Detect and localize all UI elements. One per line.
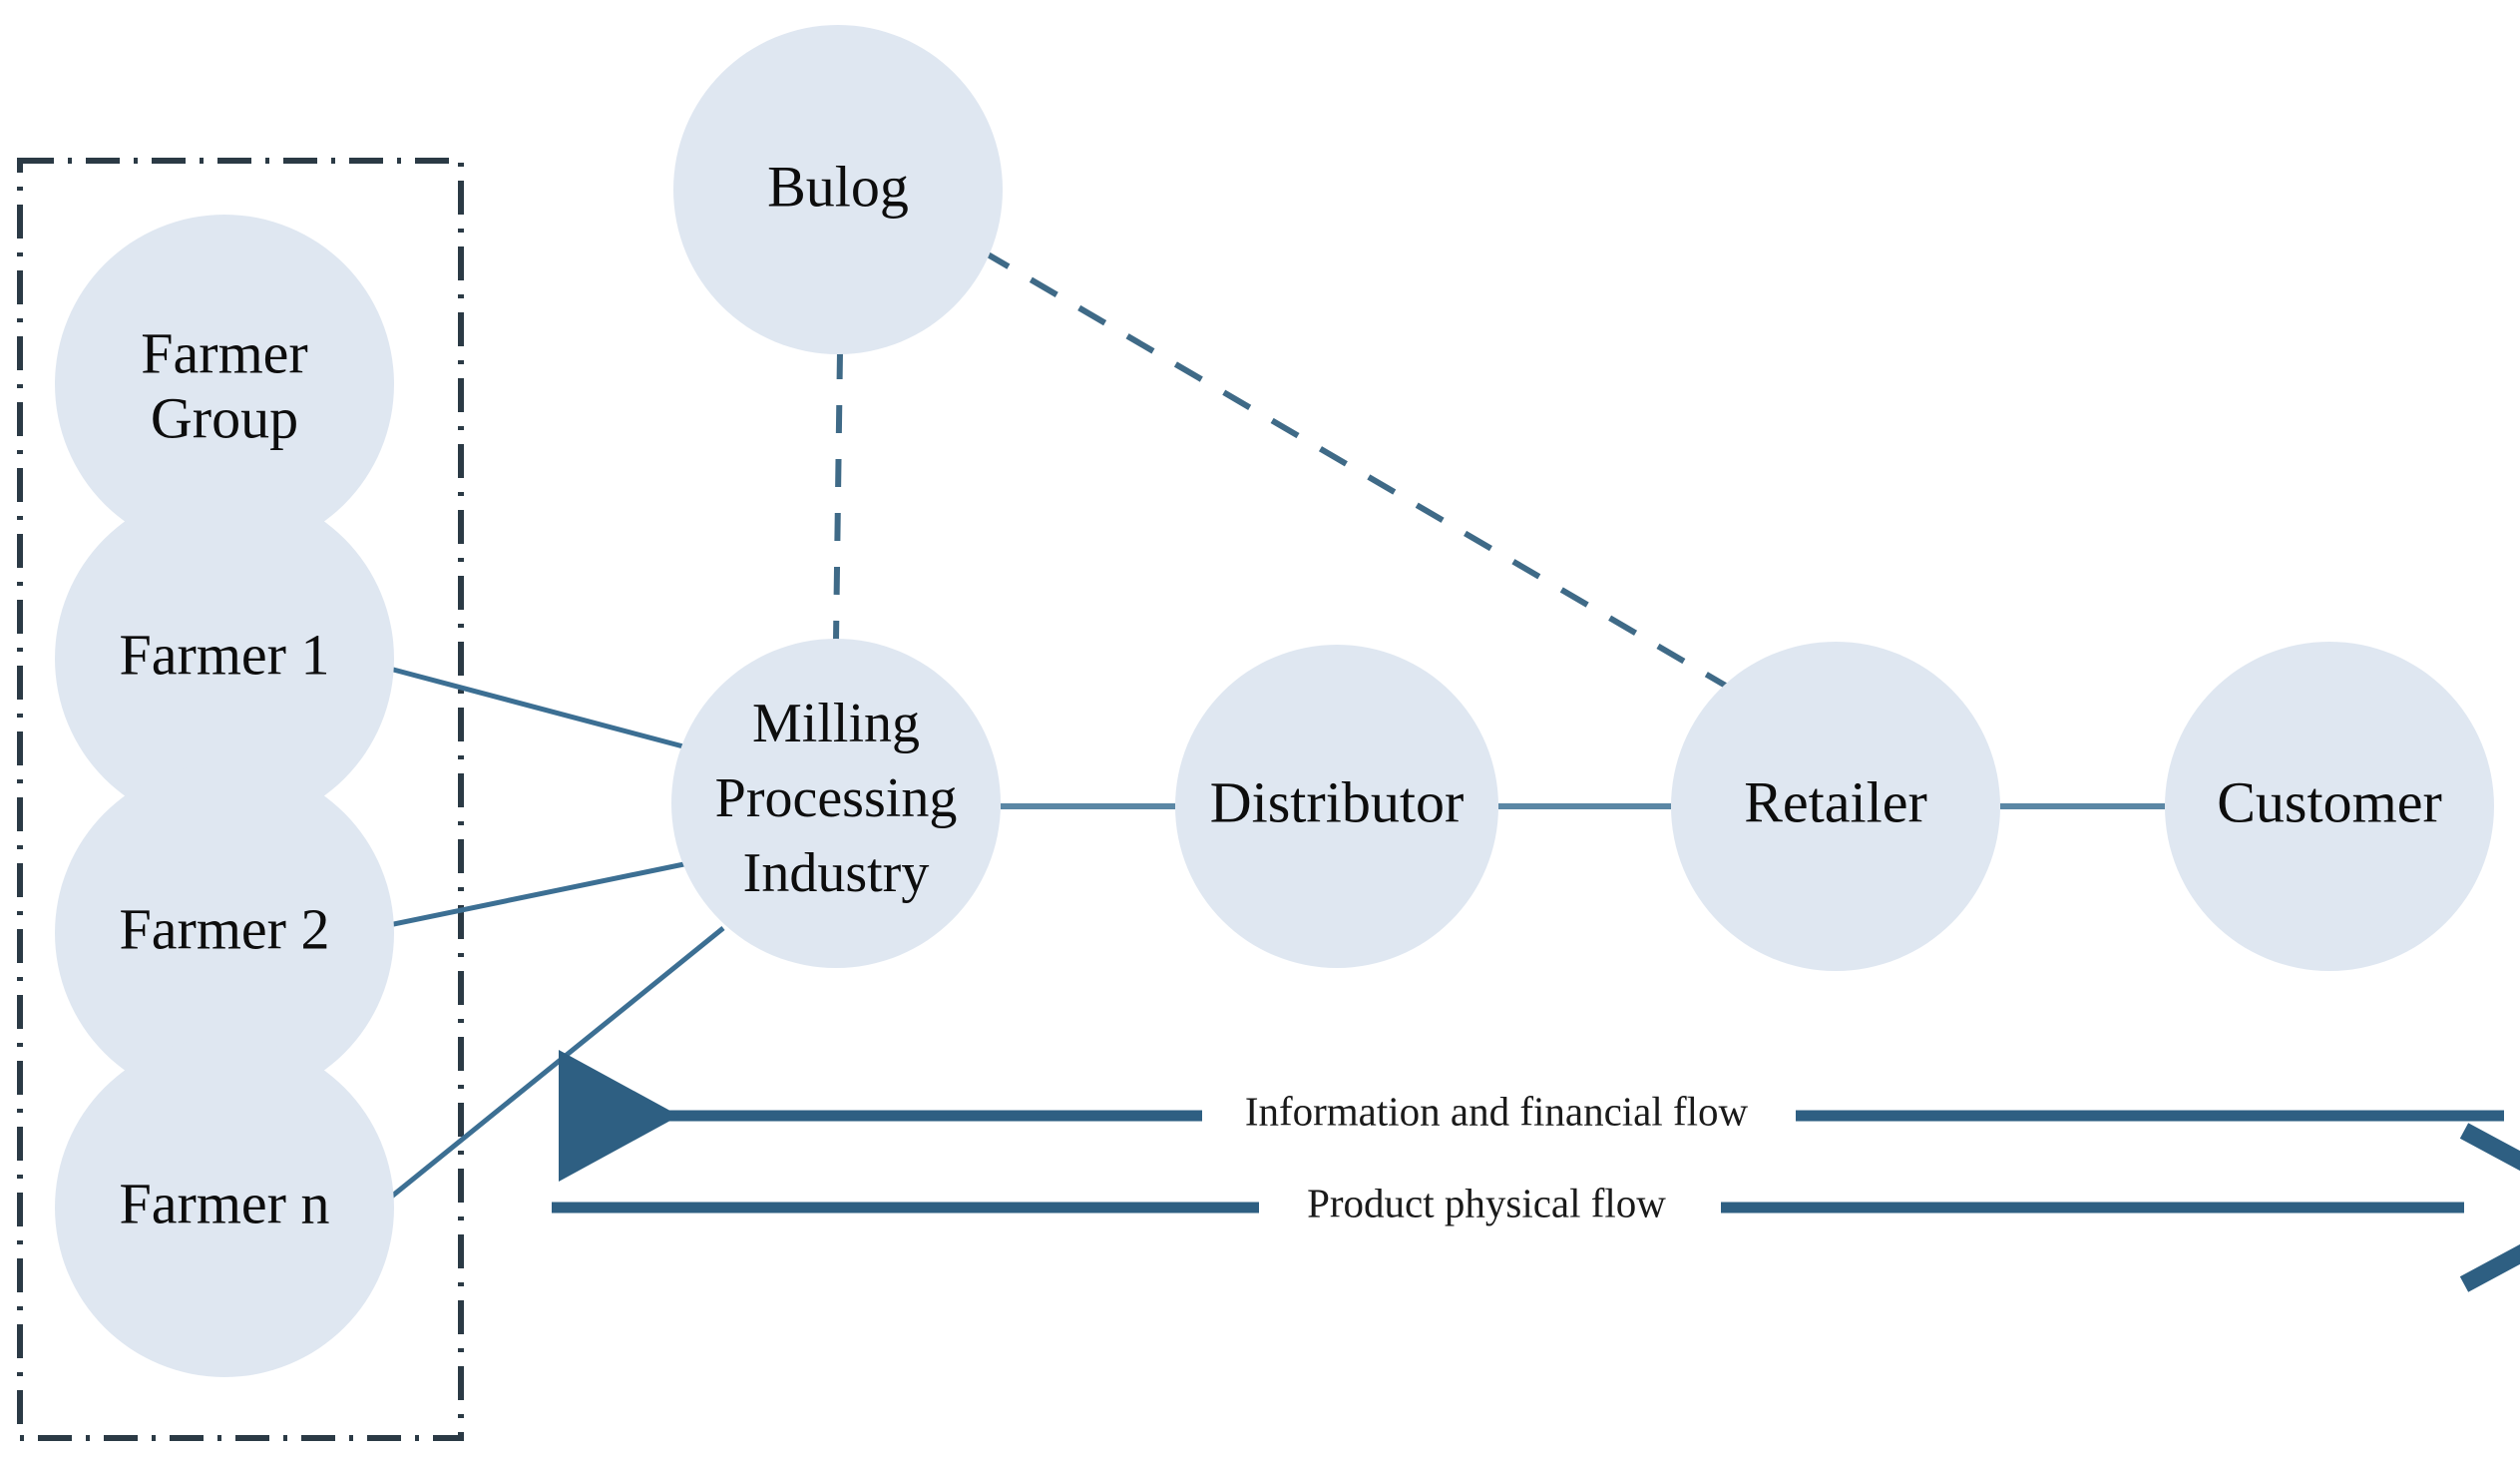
farmer-group-boundary-box: [17, 158, 464, 1441]
edge-farmer1-milling: [381, 664, 699, 753]
node-circle: [1671, 642, 2000, 971]
node-label-line: Processing: [715, 767, 958, 829]
edge-farmern-milling: [382, 926, 725, 1205]
node-customer[interactable]: Customer: [2165, 642, 2494, 971]
node-circle: [1175, 645, 1498, 968]
legend-information-financial-flow: Information and financial flow: [559, 1050, 2504, 1182]
edge-bulog-milling-dashed: [833, 350, 843, 642]
node-bulog[interactable]: Bulog: [673, 25, 1003, 354]
node-milling-processing-industry[interactable]: Milling Processing Industry: [671, 639, 1001, 968]
information-financial-flow-label: Information and financial flow: [1245, 1088, 1749, 1134]
node-label-line: Customer: [2217, 769, 2442, 834]
node-label-line: Milling: [752, 693, 920, 754]
node-label-line: Farmer n: [120, 1171, 330, 1235]
node-farmer-2[interactable]: Farmer 2: [55, 763, 394, 1103]
node-circle: [55, 763, 394, 1103]
node-distributor[interactable]: Distributor: [1175, 645, 1498, 968]
node-circle: [55, 489, 394, 828]
node-label-line: Farmer 2: [120, 896, 330, 961]
node-label-line: Bulog: [767, 154, 909, 219]
node-farmer-group[interactable]: Farmer Group: [55, 215, 394, 554]
node-label-line: Group: [151, 385, 298, 450]
node-circle: [55, 215, 394, 554]
product-physical-flow-label: Product physical flow: [1307, 1180, 1666, 1225]
node-circle: [673, 25, 1003, 354]
edge-bulog-retailer-dashed: [981, 248, 1750, 702]
node-label-line: Farmer: [141, 320, 308, 385]
node-circle: [2165, 642, 2494, 971]
edge-farmer2-milling: [373, 857, 704, 931]
node-farmer-n[interactable]: Farmer n: [55, 1038, 394, 1377]
node-label-line: Retailer: [1744, 769, 1927, 834]
legend-product-physical-flow: Product physical flow: [552, 1123, 2520, 1292]
node-circle: [671, 639, 1001, 968]
node-retailer[interactable]: Retailer: [1671, 642, 2000, 971]
node-label-line: Farmer 1: [120, 622, 330, 687]
node-farmer-1[interactable]: Farmer 1: [55, 489, 394, 828]
node-label-line: Distributor: [1210, 769, 1465, 834]
node-label-line: Industry: [743, 842, 930, 904]
edge-group: [373, 248, 2165, 1205]
node-circle: [55, 1038, 394, 1377]
